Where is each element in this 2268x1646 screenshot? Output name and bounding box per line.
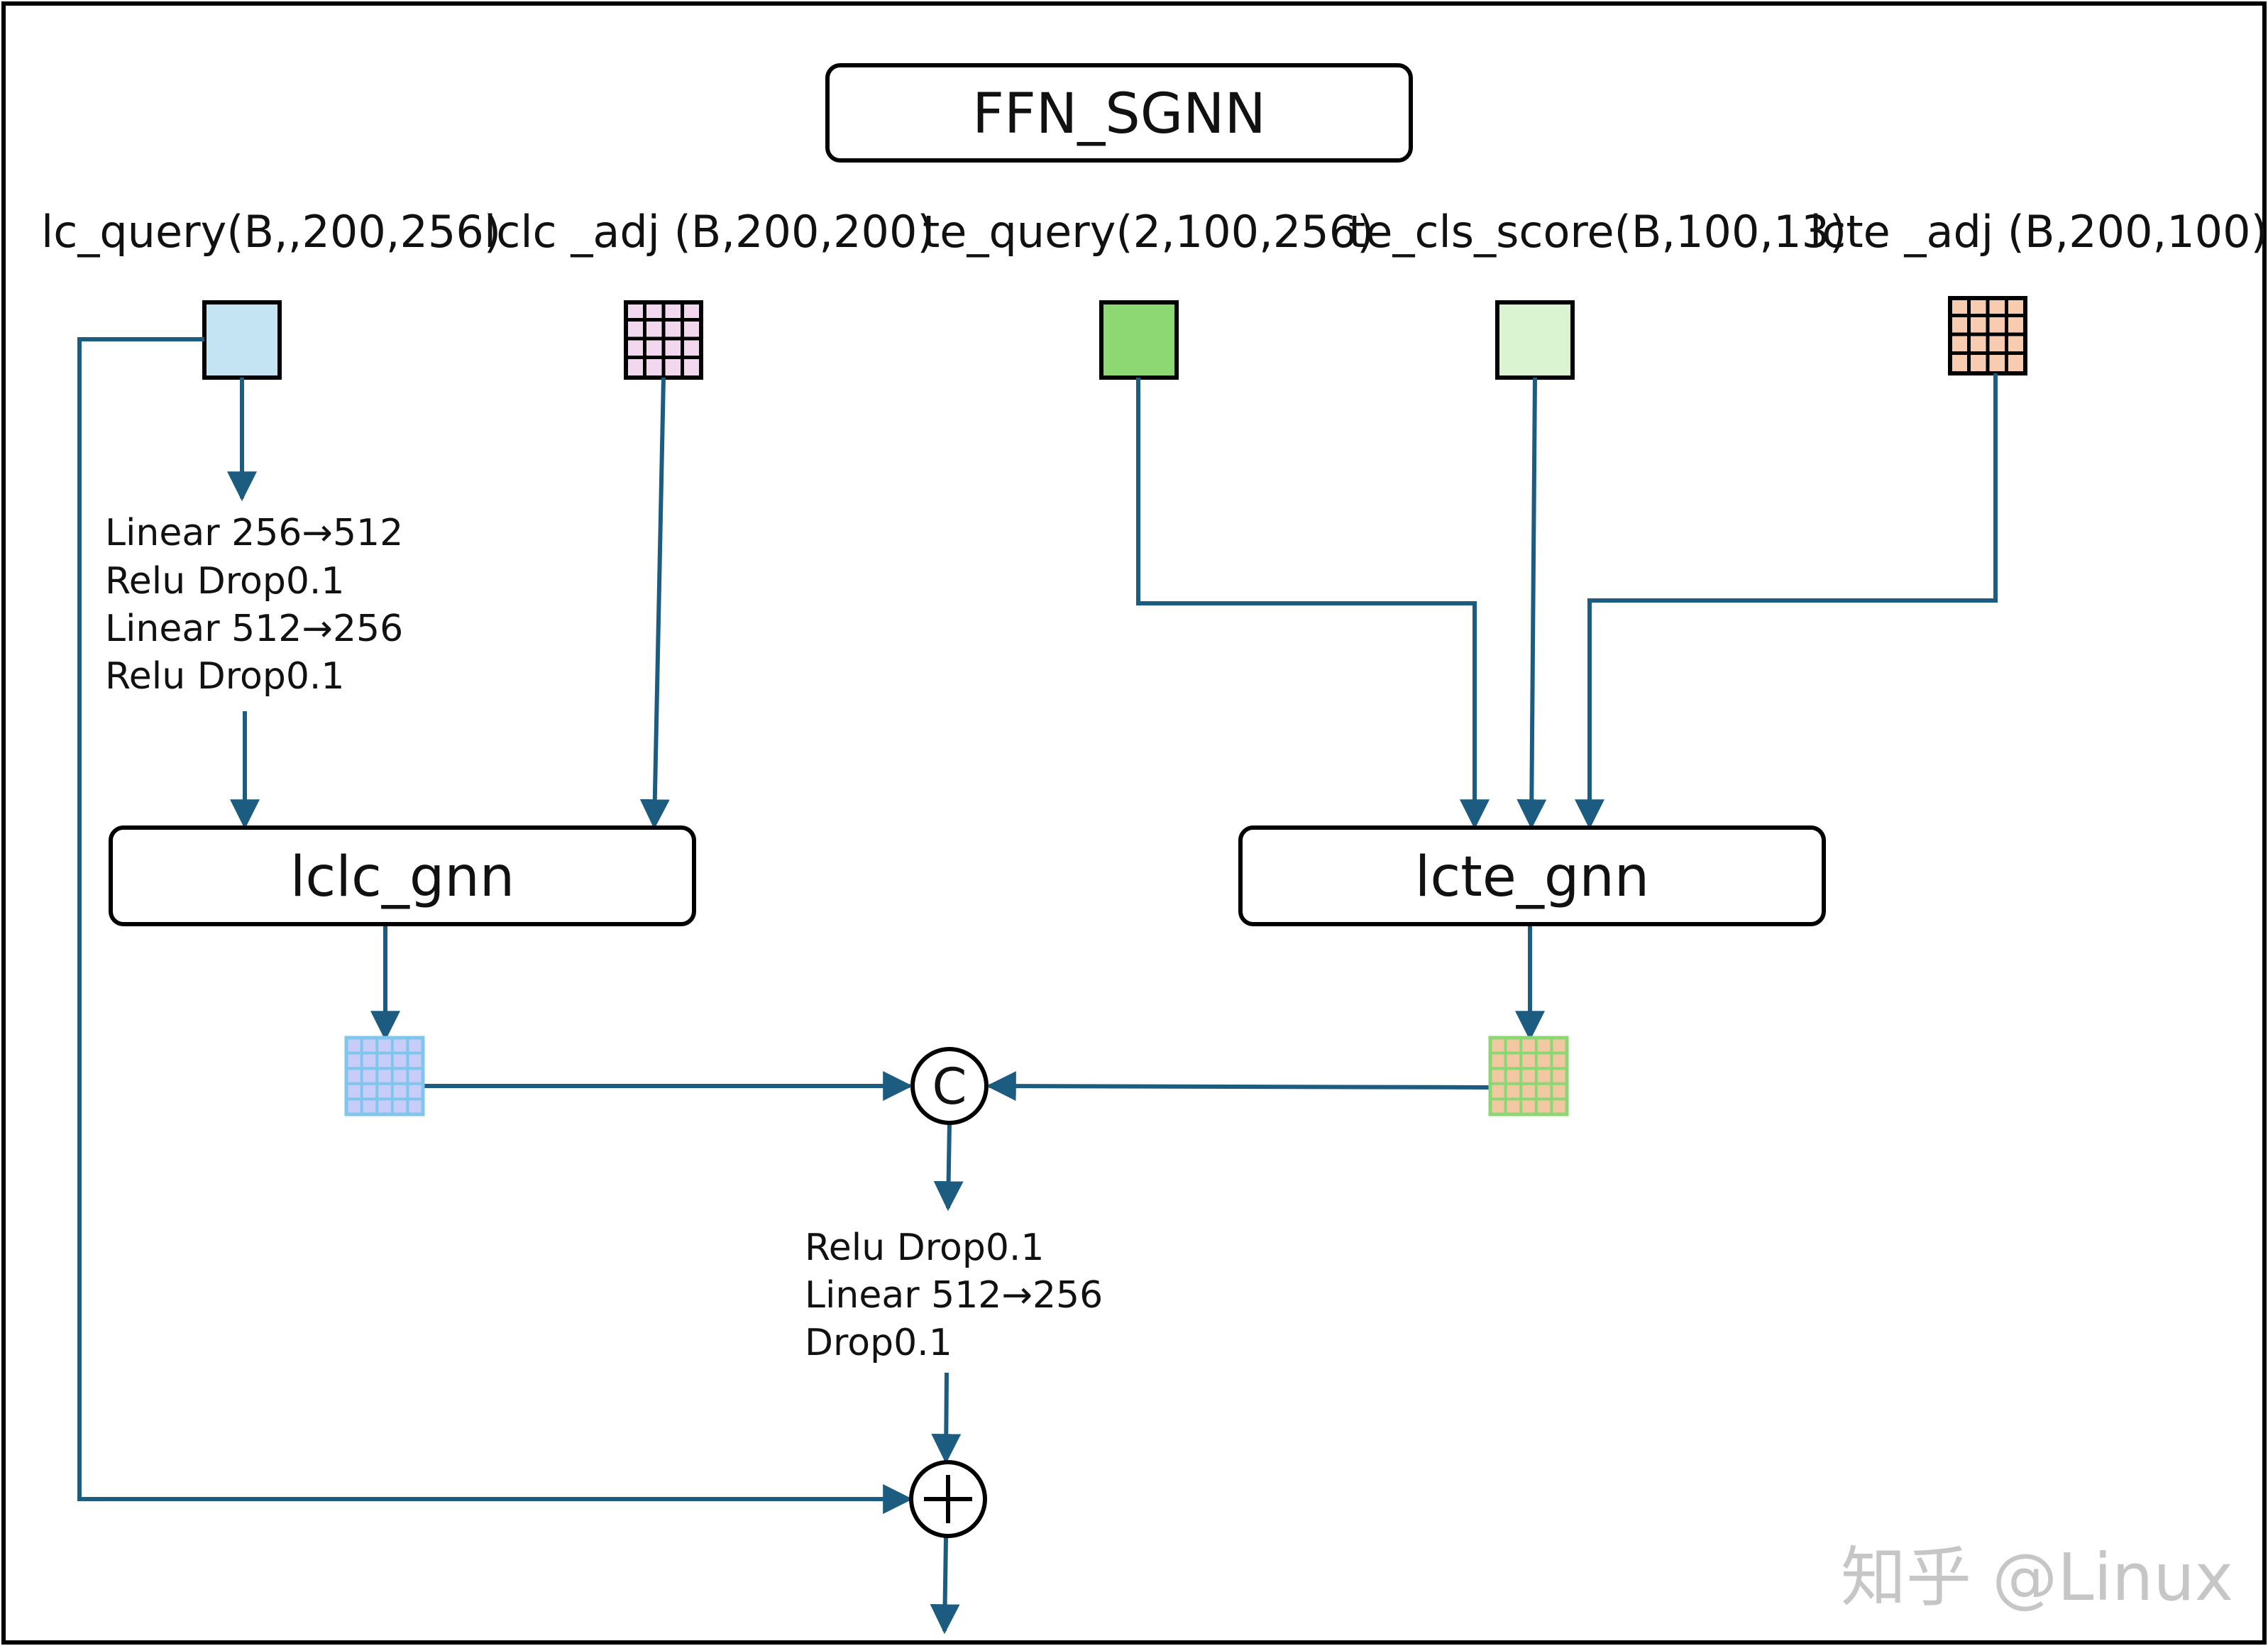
add-node — [909, 1460, 987, 1538]
lcte-gnn-output-tensor — [1488, 1036, 1569, 1116]
ffn-op: Relu Drop0.1 — [105, 560, 345, 603]
lcte-gnn-label: lcte_gnn — [1415, 845, 1650, 909]
title-text: FFN_SGNN — [972, 82, 1266, 146]
arrow-concat-to-ops — [933, 1122, 964, 1212]
lclc-adj-tensor — [624, 300, 703, 380]
ffn-op: Relu Drop0.1 — [105, 655, 345, 698]
concat-node: C — [910, 1047, 989, 1125]
lclc-gnn-label: lclc_gnn — [290, 845, 515, 909]
arrow-residual-skip — [77, 337, 913, 1514]
arrow-lcte-adj-to-gnn — [1575, 373, 1998, 830]
connectors — [77, 337, 1998, 1635]
lc-query-tensor — [202, 300, 282, 380]
input-label-te-cls-score: te_cls_score(B,100,13) — [1348, 206, 1846, 258]
lclc-gnn-output-tensor — [344, 1036, 425, 1116]
post-op: Linear 512→256 — [805, 1274, 1103, 1317]
arrow-output — [930, 1537, 960, 1635]
ffn-op: Linear 256→512 — [105, 512, 403, 554]
watermark: 知乎 @Linux — [1841, 1540, 2233, 1615]
ffn-ops-text: Linear 256→512 Relu Drop0.1 Linear 512→2… — [105, 512, 403, 698]
input-label-lc-query: lc_query(B,,200,256) — [41, 206, 501, 258]
ffn-op: Linear 512→256 — [105, 608, 403, 650]
title-box: FFN_SGNN — [825, 63, 1413, 163]
input-label-lclc-adj: lclc _adj (B,200,200) — [484, 206, 935, 258]
post-op: Drop0.1 — [805, 1322, 952, 1364]
arrow-lclc-adj-to-gnn — [639, 377, 670, 830]
te-query-tensor — [1099, 300, 1179, 380]
input-label-lcte-adj: lcte _adj (B,200,100) — [1810, 206, 2268, 258]
concat-symbol: C — [932, 1058, 967, 1116]
input-label-te-query: te_query(2,100,256) — [923, 206, 1374, 258]
plus-icon — [924, 1475, 972, 1523]
arrow-right-to-concat — [986, 1071, 1491, 1102]
lclc-gnn-block: lclc_gnn — [109, 825, 696, 926]
lcte-adj-tensor — [1948, 296, 2027, 375]
arrow-ops-to-add — [931, 1372, 962, 1464]
te-cls-score-tensor — [1495, 300, 1575, 380]
arrow-te-cls-to-lcte-gnn — [1516, 377, 1547, 830]
lcte-gnn-block: lcte_gnn — [1238, 825, 1826, 926]
post-op: Relu Drop0.1 — [805, 1227, 1045, 1269]
arrow-te-query-to-lcte-gnn — [1136, 378, 1490, 830]
post-ops-text: Relu Drop0.1 Linear 512→256 Drop0.1 — [805, 1227, 1103, 1364]
